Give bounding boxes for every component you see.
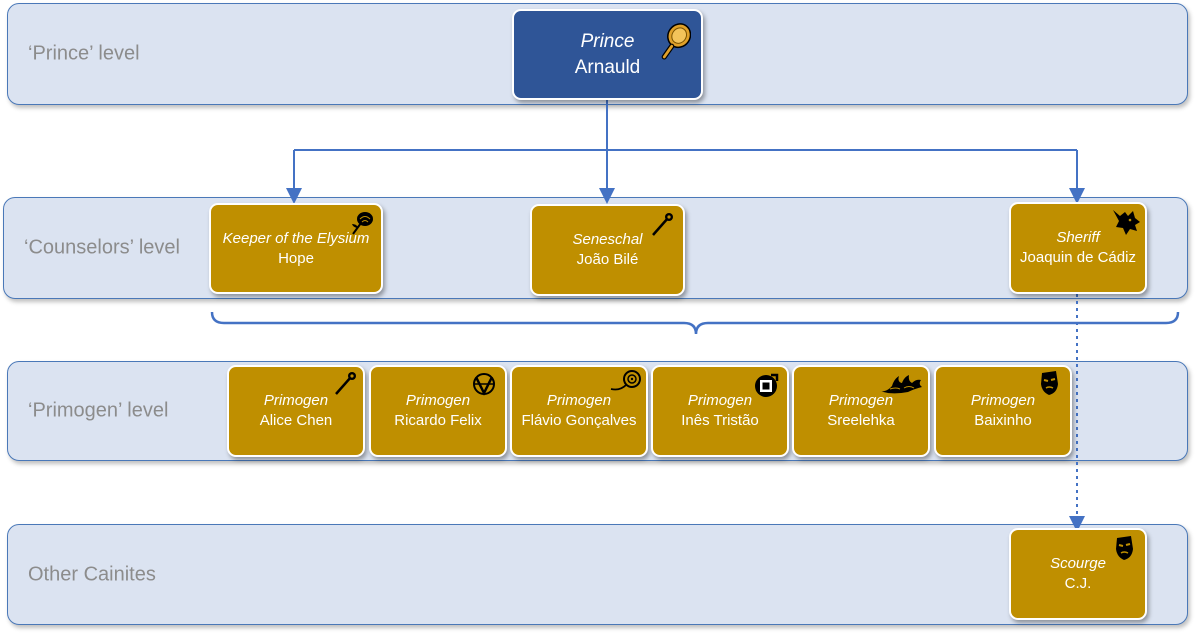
primogen-node-alice-chen[interactable]: Primogen Alice Chen — [227, 365, 365, 457]
seneschal-name: João Bilé — [576, 251, 639, 268]
rose-icon — [352, 212, 373, 235]
primogen-node-baixinho[interactable]: Primogen Baixinho — [934, 365, 1072, 457]
other-cainites-label: Other Cainites — [28, 563, 156, 585]
primogen-name: Baixinho — [974, 412, 1032, 429]
other-cainites-band: Other Cainites — [7, 524, 1188, 625]
keeper-role: Keeper of the Elysium — [222, 229, 370, 247]
primogen-role: Primogen — [263, 392, 329, 409]
sheriff-role: Sheriff — [1056, 229, 1100, 246]
primogen-role: Primogen — [546, 392, 612, 409]
counselors-level-label: ‘Counselors’ level — [24, 236, 180, 259]
prince-role: Prince — [580, 30, 635, 52]
hand-mirror-icon — [661, 23, 691, 60]
primogen-name: Sreelehka — [827, 412, 895, 429]
prince-node[interactable]: Prince Arnauld — [512, 9, 703, 100]
mask-icon — [1116, 536, 1133, 560]
primogen-name: Ricardo Felix — [394, 412, 482, 429]
wolf-head-icon — [1113, 210, 1140, 235]
primogen-role: Primogen — [687, 392, 753, 409]
scepter-icon — [652, 213, 673, 236]
primogen-role: Primogen — [405, 392, 471, 409]
primogen-name: Flávio Gonçalves — [521, 412, 637, 429]
primogen-brace — [210, 311, 1180, 335]
mask-icon — [1041, 371, 1058, 395]
keeper-name: Hope — [278, 249, 314, 267]
rose-icon — [610, 370, 641, 391]
square-symbol-icon — [755, 373, 779, 397]
seneschal-node[interactable]: Seneschal João Bilé — [530, 204, 685, 296]
sheriff-node[interactable]: Sheriff Joaquin de Cádiz — [1009, 202, 1147, 294]
flame-icon — [879, 375, 922, 394]
primogen-name: Inês Tristão — [681, 412, 759, 429]
prince-name: Arnauld — [574, 56, 641, 78]
scourge-node[interactable]: Scourge C.J. — [1009, 528, 1147, 620]
scourge-role: Scourge — [1050, 555, 1106, 572]
seneschal-role: Seneschal — [572, 231, 643, 248]
primogen-role: Primogen — [828, 392, 894, 409]
primogen-role: Primogen — [970, 392, 1036, 409]
primogen-node-ines-tristao[interactable]: Primogen Inês Tristão — [651, 365, 789, 457]
prince-level-label: ‘Prince’ level — [28, 42, 140, 65]
primogen-name: Alice Chen — [259, 412, 333, 429]
primogen-node-ricardo-felix[interactable]: Primogen Ricardo Felix — [369, 365, 507, 457]
sheriff-name: Joaquin de Cádiz — [1020, 249, 1136, 266]
keeper-of-elysium-node[interactable]: Keeper of the Elysium Hope — [209, 203, 383, 294]
primogen-level-label: ‘Primogen’ level — [28, 399, 169, 422]
primogen-node-sreelehka[interactable]: Primogen Sreelehka — [792, 365, 930, 457]
primogen-node-flavio-goncalves[interactable]: Primogen Flávio Gonçalves — [510, 365, 648, 457]
scourge-name: C.J. — [1064, 575, 1092, 592]
brujah-anarch-icon — [473, 373, 495, 396]
scepter-icon — [335, 372, 356, 395]
